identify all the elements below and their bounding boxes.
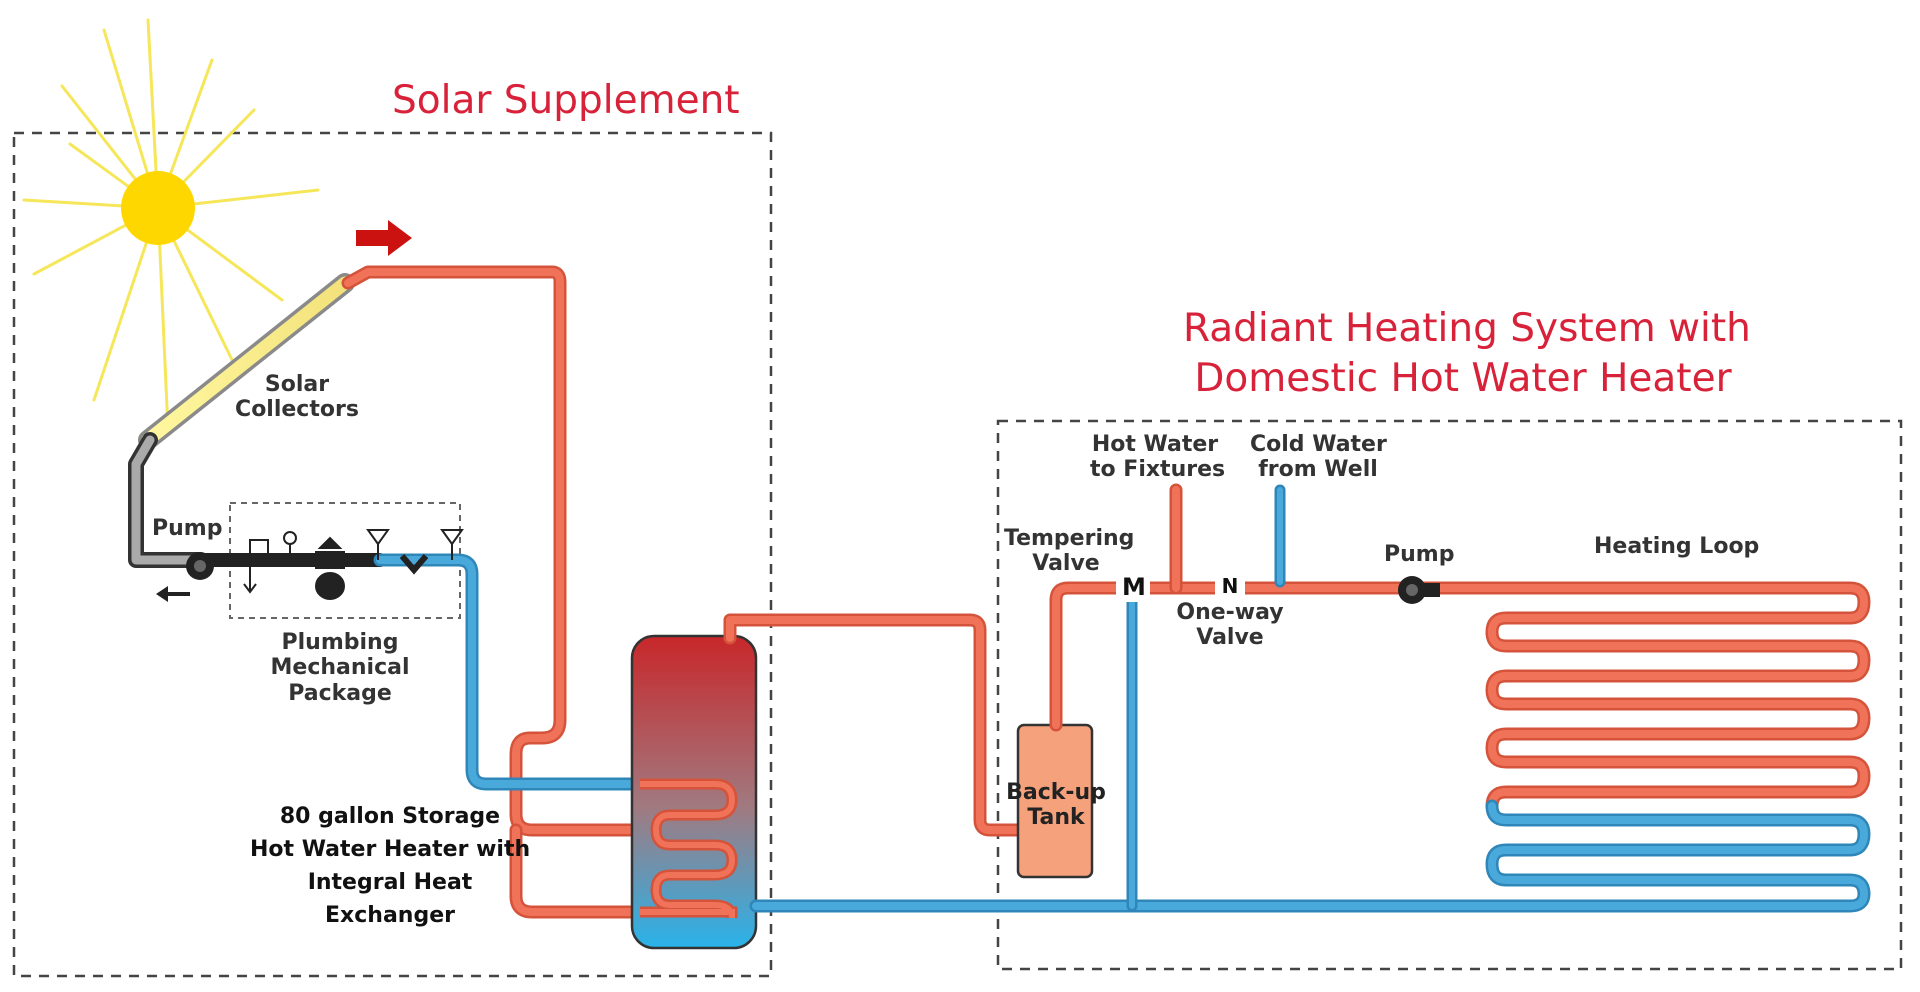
hot-water-fixtures-label-line1: Hot Water <box>1091 432 1219 457</box>
tempering-valve-label-line2: Valve <box>1032 551 1100 577</box>
storage-heater-label-line2: Hot Water Heater with <box>250 837 531 862</box>
tempering-valve-icon <box>1116 576 1150 602</box>
one-way-valve-icon <box>1215 576 1245 598</box>
package-cold-pipe <box>373 553 647 791</box>
radiant-system-box <box>996 419 1903 971</box>
storage-heater-label-line3: Integral Heat <box>307 870 473 895</box>
plumbing-components <box>243 529 464 600</box>
backup-tank-label-line1: Back-up <box>1006 780 1106 805</box>
solar-collectors-label-line2: Collectors <box>235 397 359 423</box>
plumbing-package-label-line1: Plumbing <box>281 630 399 655</box>
right-pump-icon <box>1398 576 1440 604</box>
storage-to-backup-pipe <box>723 613 1027 837</box>
one-way-valve-label-line2: Valve <box>1196 625 1264 651</box>
hot-water-fixtures-label-line2: to Fixtures <box>1090 457 1226 483</box>
one-way-valve-label: One-way Valve <box>1170 600 1290 651</box>
backup-tank-label-line2: Tank <box>1027 805 1085 831</box>
hot-water-fixtures-label: Hot Water to Fixtures <box>1090 432 1226 483</box>
backup-tank-label: Back-up Tank <box>1004 780 1108 831</box>
tempering-valve-label: Tempering Valve <box>1004 526 1135 577</box>
heating-loop-label: Heating Loop <box>1594 534 1760 559</box>
main-cold-line <box>749 484 1871 913</box>
solar-supplement-title: Solar Supplement <box>392 78 740 123</box>
sun-icon <box>121 171 195 245</box>
left-pump-icon <box>156 552 214 602</box>
cold-water-well-label-line2: from Well <box>1258 457 1378 483</box>
plumbing-package-label-line3: Package <box>288 680 392 706</box>
cold-water-well-label-line1: Cold Water <box>1250 432 1387 457</box>
plumbing-package-label: Plumbing Mechanical Package <box>264 630 416 706</box>
tempering-valve-label-line1: Tempering <box>1004 526 1135 551</box>
left-pump-label: Pump <box>152 516 223 541</box>
radiant-system-title: Radiant Heating System with Domestic Hot… <box>1183 304 1751 403</box>
cold-water-well-label: Cold Water from Well <box>1250 432 1387 483</box>
storage-tank <box>630 634 758 950</box>
one-way-valve-symbol: N <box>1221 574 1239 598</box>
tempering-valve-symbol: M <box>1122 573 1146 601</box>
storage-heater-label-line1: 80 gallon Storage <box>279 804 501 829</box>
solar-collector-panel <box>138 273 355 450</box>
radiant-system-title-line1: Radiant Heating System with <box>1183 306 1751 351</box>
main-hot-line <box>1049 483 1871 813</box>
collector-hot-pipe <box>341 265 647 919</box>
solar-collectors-label: Solar Collectors <box>234 372 360 423</box>
flow-arrow-icon <box>356 220 412 256</box>
radiant-system-title-line2: Domestic Hot Water Heater <box>1194 355 1732 401</box>
one-way-valve-label-line1: One-way <box>1176 600 1284 625</box>
right-pump-label: Pump <box>1384 542 1455 567</box>
collector-return-pipe <box>128 432 387 568</box>
storage-heater-label-line4: Exchanger <box>325 903 455 928</box>
solar-supplement-box <box>12 131 773 978</box>
plumbing-package-label-line2: Mechanical <box>270 655 410 681</box>
solar-collectors-label-line1: Solar <box>264 372 330 397</box>
storage-heater-label: 80 gallon Storage Hot Water Heater with … <box>250 800 530 932</box>
